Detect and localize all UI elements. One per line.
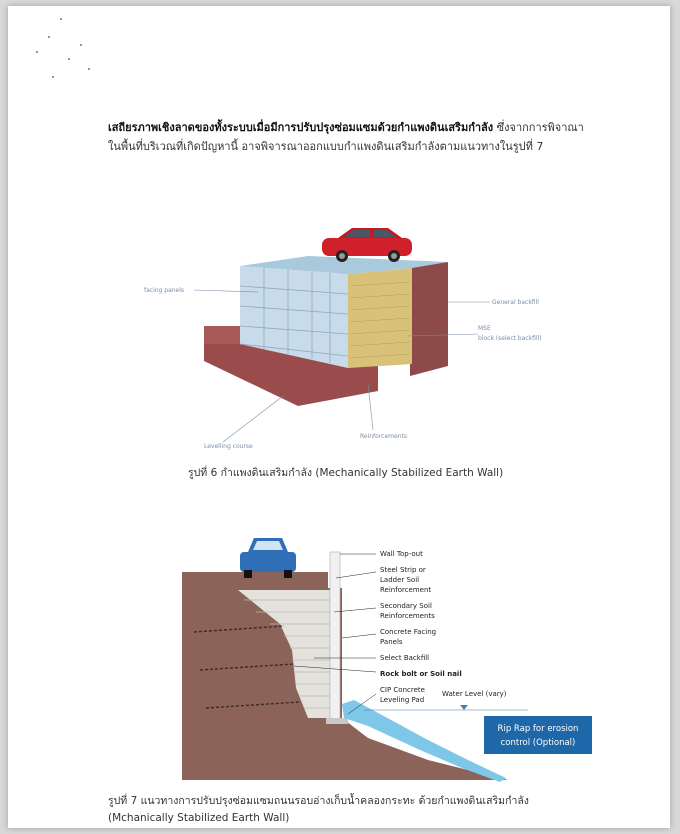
label-cip-concrete: CIP Concrete bbox=[380, 686, 425, 694]
general-backfill-block bbox=[410, 262, 448, 376]
label-mse-block: block (select backfill) bbox=[478, 335, 542, 342]
label-steel-strip: Ladder Soil bbox=[380, 576, 419, 584]
label-levelling-course: Levelling course bbox=[204, 443, 253, 450]
label-select-backfill: Select Backfill bbox=[380, 654, 429, 662]
intro-line-1-rest: ซึ่งจากการพิจาณา bbox=[493, 121, 584, 134]
label-steel-strip: Steel Strip or bbox=[380, 566, 426, 574]
label-wall-top-out: Wall Top-out bbox=[380, 550, 423, 558]
label-water-level: Water Level (vary) bbox=[442, 690, 507, 698]
concrete-facing-panel bbox=[329, 551, 341, 721]
cip-leveling-pad bbox=[326, 718, 348, 724]
rock-bolts bbox=[193, 625, 301, 709]
blue-car-icon bbox=[240, 538, 296, 578]
label-mse: MSE bbox=[478, 325, 491, 332]
scan-speck bbox=[60, 18, 62, 20]
intro-paragraph: เสถียรภาพเชิงลาดของทั้งระบบเมื่อมีการปรั… bbox=[108, 118, 608, 156]
figure-7-caption-line-2: (Mchanically Stabilized Earth Wall) bbox=[108, 812, 290, 824]
label-concrete-facing: Panels bbox=[380, 638, 403, 646]
scan-speck bbox=[80, 44, 82, 46]
label-cip-concrete: Leveling Pad bbox=[380, 696, 424, 704]
reinforcement-strips bbox=[244, 599, 330, 709]
label-rip-rap: Rip Rap for erosion bbox=[498, 724, 579, 734]
figure-6-leaders bbox=[193, 289, 490, 443]
scan-speck bbox=[48, 36, 50, 38]
label-rip-rap: control (Optional) bbox=[501, 738, 576, 748]
scan-speck bbox=[36, 51, 38, 53]
select-backfill-zone bbox=[238, 590, 330, 718]
soil-mass bbox=[182, 572, 508, 780]
mse-texture bbox=[349, 281, 411, 359]
red-car-icon bbox=[322, 228, 412, 262]
figure-7-leaders bbox=[293, 553, 377, 715]
document-page: เสถียรภาพเชิงลาดของทั้งระบบเมื่อมีการปรั… bbox=[8, 6, 670, 828]
label-steel-strip: Reinforcement bbox=[380, 586, 431, 594]
water-level-marker bbox=[364, 705, 528, 711]
label-rock-bolt: Rock bolt or Soil nail bbox=[380, 670, 462, 678]
rip-rap bbox=[342, 700, 506, 782]
facing-panel-wall bbox=[240, 266, 348, 368]
scan-speck bbox=[88, 68, 90, 70]
scan-speck bbox=[52, 76, 54, 78]
figure-6-caption: รูปที่ 6 กำแพงดินเสริมกำลัง (Mechanicall… bbox=[188, 467, 504, 479]
intro-line-2: ในพื้นที่บริเวณที่เกิดปัญหานี้ อาจพิจารณ… bbox=[108, 140, 544, 153]
figure-6-mse-diagram: facing panels General backfill MSE block… bbox=[144, 228, 542, 450]
figure-7-cross-section: Wall Top-out Steel Strip or Ladder Soil … bbox=[182, 538, 592, 782]
rip-rap-callout-box bbox=[484, 716, 592, 754]
scan-speck bbox=[68, 58, 70, 60]
intro-line-1: เสถียรภาพเชิงลาดของทั้งระบบเมื่อมีการปรั… bbox=[108, 118, 608, 137]
facing-panel-grid bbox=[239, 268, 349, 363]
intro-bold-text: เสถียรภาพเชิงลาดของทั้งระบบเมื่อมีการปรั… bbox=[108, 121, 494, 134]
mse-block bbox=[348, 268, 412, 368]
figure-7-caption-line-1: รูปที่ 7 แนวทางการปรับปรุงซ่อมแซมถนนรอบอ… bbox=[108, 795, 529, 807]
label-general-backfill: General backfill bbox=[492, 299, 539, 306]
label-concrete-facing: Concrete Facing bbox=[380, 628, 436, 636]
label-facing-panels: facing panels bbox=[144, 287, 184, 294]
label-secondary-reinforcement: Reinforcements bbox=[380, 612, 435, 620]
label-secondary-reinforcement: Secondary Soil bbox=[380, 602, 432, 610]
label-reinforcements: Reinforcements bbox=[360, 433, 407, 440]
